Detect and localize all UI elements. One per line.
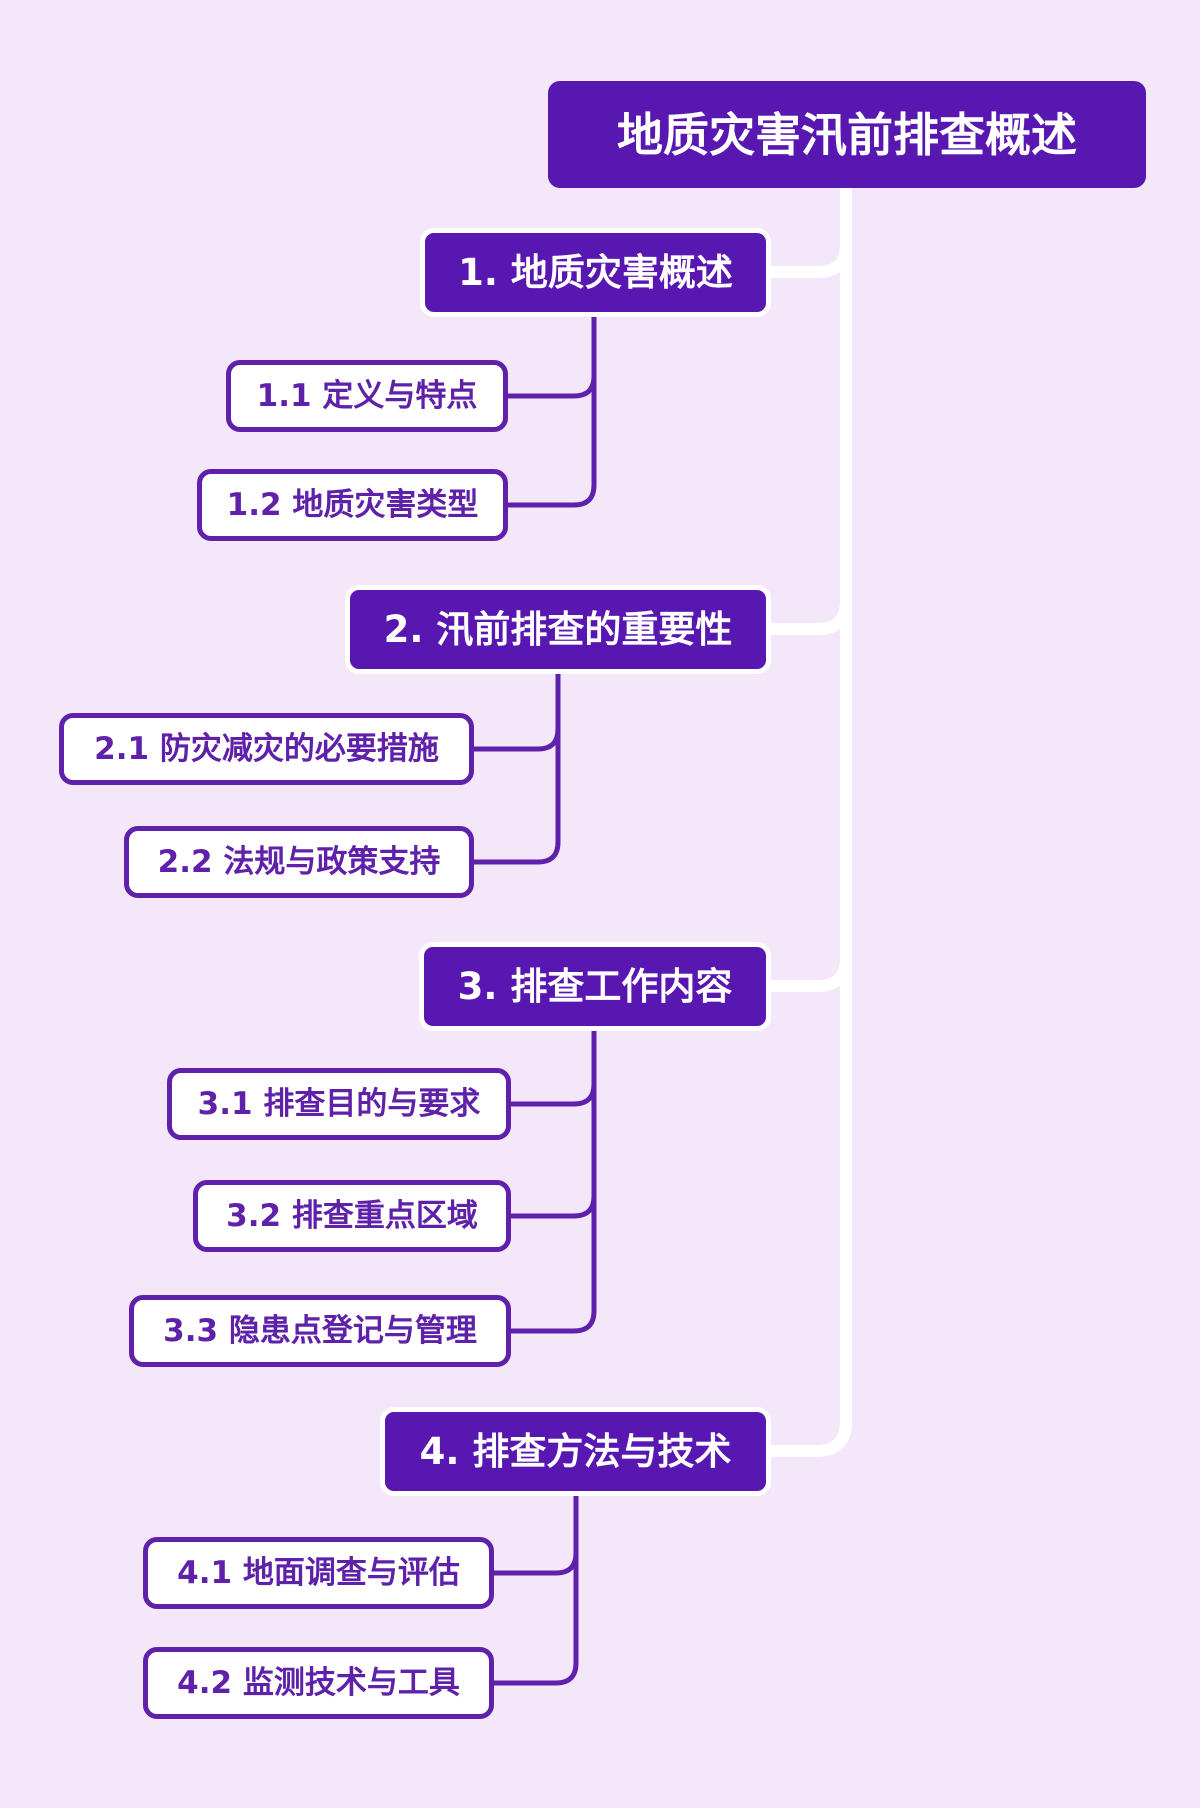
branch-node-3[interactable]: 3. 排查工作内容 <box>419 942 771 1031</box>
subnode-3-1-connector <box>508 1083 597 1107</box>
subnode-4-2[interactable]: 4.2 监测技术与工具 <box>143 1647 494 1719</box>
trunk-line <box>770 187 852 1457</box>
subnode-1-2[interactable]: 1.2 地质灾害类型 <box>197 469 508 541</box>
branch-node-1[interactable]: 1. 地质灾害概述 <box>420 228 771 317</box>
branch-1-substem <box>505 310 597 508</box>
subnode-2-1[interactable]: 2.1 防灾减灾的必要措施 <box>59 713 474 785</box>
branch-1-connector <box>758 243 852 278</box>
branch-4-substem <box>491 1489 579 1686</box>
branch-2-connector <box>758 600 852 635</box>
subnode-3-1[interactable]: 3.1 排查目的与要求 <box>167 1068 511 1140</box>
branch-3-connector <box>758 957 852 992</box>
subnode-3-2-connector <box>508 1195 597 1219</box>
root-node[interactable]: 地质灾害汛前排查概述 <box>548 81 1146 188</box>
subnode-1-1[interactable]: 1.1 定义与特点 <box>226 360 508 432</box>
subnode-3-3[interactable]: 3.3 隐患点登记与管理 <box>129 1295 511 1367</box>
subnode-2-1-connector <box>471 728 561 752</box>
subnode-4-1[interactable]: 4.1 地面调查与评估 <box>143 1537 494 1609</box>
branch-node-2[interactable]: 2. 汛前排查的重要性 <box>345 585 771 674</box>
branch-node-4[interactable]: 4. 排查方法与技术 <box>380 1407 771 1496</box>
branch-3-substem <box>508 1025 597 1334</box>
subnode-3-2[interactable]: 3.2 排查重点区域 <box>193 1180 511 1252</box>
subnode-4-1-connector <box>491 1552 579 1576</box>
subnode-2-2[interactable]: 2.2 法规与政策支持 <box>124 826 474 898</box>
branch-2-substem <box>471 667 561 865</box>
subnode-1-1-connector <box>505 375 597 399</box>
